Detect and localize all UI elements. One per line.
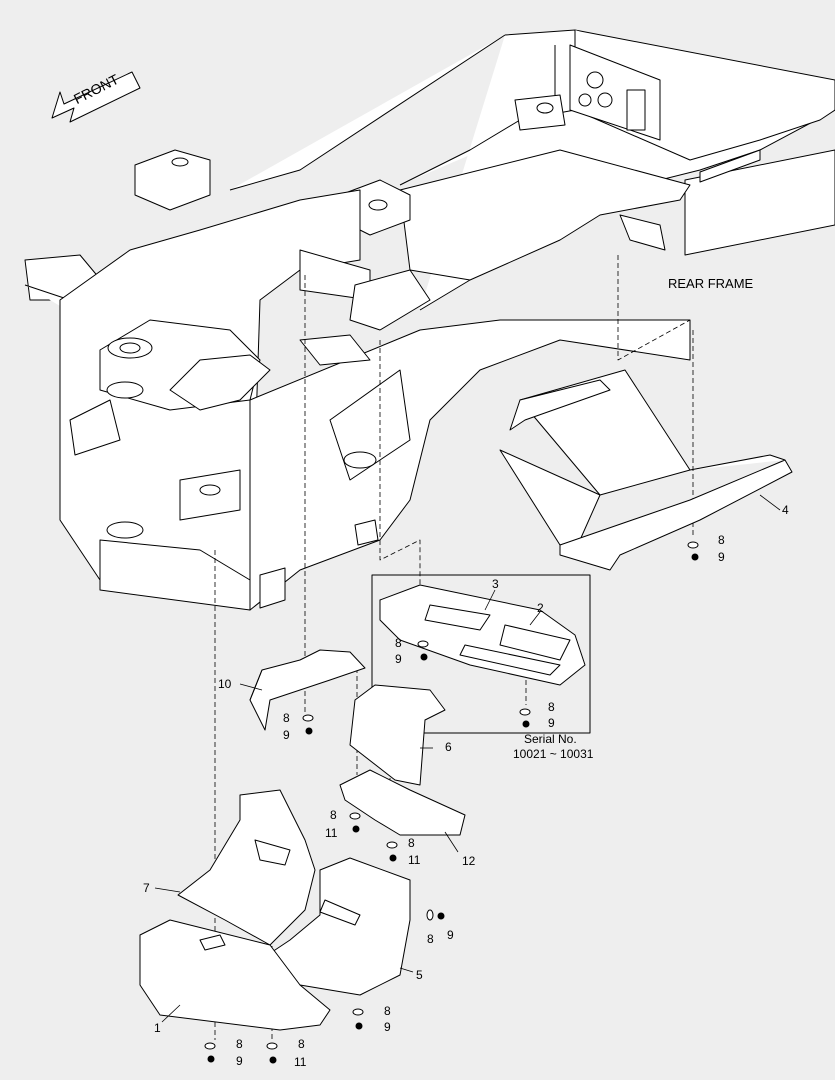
callout-9: 9 [384, 1020, 391, 1034]
callout-8: 8 [384, 1004, 391, 1018]
callout-8: 8 [548, 700, 555, 714]
callout-6: 6 [445, 740, 452, 754]
callout-9: 9 [718, 550, 725, 564]
callout-9: 9 [395, 652, 402, 666]
part-7-plate [177, 789, 316, 946]
callout-11: 11 [408, 853, 421, 867]
callout-5: 5 [416, 968, 423, 982]
callout-3: 3 [492, 577, 499, 591]
serial-label: Serial No. [524, 732, 577, 746]
callout-2: 2 [537, 601, 544, 615]
callout-9: 9 [447, 928, 454, 942]
part-2-cover [379, 584, 586, 686]
hardware-icons [204, 541, 699, 1064]
part-5-plate [259, 857, 411, 996]
callout-11: 11 [294, 1055, 307, 1069]
serial-range-label: 10021 ~ 10031 [513, 747, 594, 761]
callout-9: 9 [283, 728, 290, 742]
callout-leaders [154, 494, 781, 1023]
callout-8: 8 [298, 1037, 305, 1051]
callout-8: 8 [283, 711, 290, 725]
callout-9: 9 [548, 716, 555, 730]
callout-8: 8 [718, 533, 725, 547]
front-arrow-icon [51, 71, 141, 123]
callout-1: 1 [154, 1021, 161, 1035]
callout-8: 8 [395, 636, 402, 650]
part-12-cover [339, 769, 466, 836]
rear-frame [24, 29, 835, 611]
callout-8: 8 [330, 808, 337, 822]
serial-box [371, 574, 591, 734]
callout-8: 8 [427, 932, 434, 946]
callout-11: 11 [325, 826, 338, 840]
callout-7: 7 [143, 881, 150, 895]
part-4-cover [499, 369, 793, 571]
rear-frame-label: REAR FRAME [668, 276, 754, 291]
callout-8: 8 [408, 836, 415, 850]
callout-4: 4 [782, 503, 789, 517]
part-10-cover [249, 649, 366, 731]
callout-10: 10 [218, 677, 232, 691]
callout-9: 9 [236, 1054, 243, 1068]
part-1-plate [139, 919, 331, 1031]
callout-12: 12 [462, 854, 476, 868]
part-6-cover [349, 684, 446, 786]
callout-8: 8 [236, 1037, 243, 1051]
